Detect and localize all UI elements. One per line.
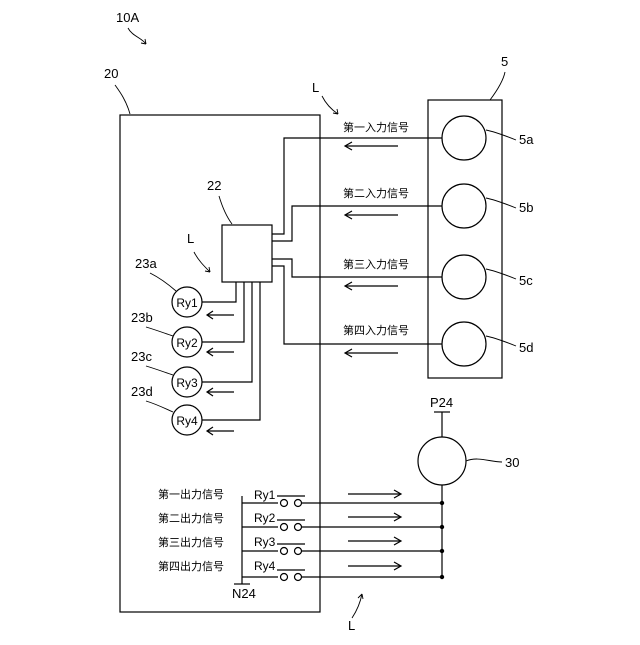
junction-2 <box>440 525 444 529</box>
line-label-top: L <box>312 80 319 95</box>
line-label-bottom: L <box>348 618 355 633</box>
controller-label: 22 <box>207 178 221 193</box>
relay-23c-leader <box>146 366 173 375</box>
relay-arrow-4 <box>207 427 234 435</box>
unit-leader <box>490 72 505 100</box>
output-arrow-2 <box>348 513 401 521</box>
output-arrow-3 <box>348 537 401 545</box>
l-bot-leader <box>352 594 362 618</box>
relay-23a-label: 23a <box>135 256 157 271</box>
input-signal-4: 第四入力信号 <box>343 323 409 337</box>
relay-ry2-label: Ry2 <box>176 336 198 350</box>
junction-3 <box>440 549 444 553</box>
input-arrow-2 <box>345 211 398 219</box>
input-signal-1: 第一入力信号 <box>343 120 409 134</box>
switch-5d-label: 5d <box>519 340 533 355</box>
p24-label: P24 <box>430 395 453 410</box>
input-signal-2: 第二入力信号 <box>343 186 409 200</box>
line-label-mid: L <box>187 231 194 246</box>
switch-5a <box>442 116 516 160</box>
input-arrow-4 <box>345 349 398 357</box>
switch-5c <box>442 255 516 299</box>
contact-ry1-label: Ry1 <box>254 488 276 502</box>
output-signal-2: 第二出力信号 <box>158 511 224 525</box>
l-top-leader <box>322 96 338 114</box>
relay-arrow-2 <box>207 348 234 356</box>
relay-arrow-1 <box>207 311 234 319</box>
controller-box <box>222 225 272 282</box>
switch-5b <box>442 184 516 228</box>
l-bot-arrowhead <box>358 594 363 599</box>
unit-box <box>428 100 502 378</box>
input-wires <box>272 138 442 344</box>
switch-5d <box>442 322 516 366</box>
output-arrow-1 <box>348 490 401 498</box>
contact-ry2-label: Ry2 <box>254 511 276 525</box>
relay-23c-label: 23c <box>131 349 152 364</box>
input-signal-3: 第三入力信号 <box>343 257 409 271</box>
switch-5c-label: 5c <box>519 273 533 288</box>
relay-23b-label: 23b <box>131 310 153 325</box>
relay-arrow-3 <box>207 388 234 396</box>
relay-23d-leader <box>146 401 173 412</box>
output-arrow-4 <box>348 562 401 570</box>
controller-leader <box>219 196 232 224</box>
unit-label: 5 <box>501 54 508 69</box>
input-arrow-3 <box>345 282 398 290</box>
contact-ry3-label: Ry3 <box>254 535 276 549</box>
l-mid-leader <box>194 252 210 272</box>
load-label: 30 <box>505 455 519 470</box>
junction-4 <box>440 575 444 579</box>
relay-23d-label: 23d <box>131 384 153 399</box>
board-label: 20 <box>104 66 118 81</box>
output-signal-1: 第一出力信号 <box>158 487 224 501</box>
board-leader <box>115 85 130 114</box>
output-signal-4: 第四出力信号 <box>158 559 224 573</box>
switch-5a-label: 5a <box>519 132 534 147</box>
relay-ry4-label: Ry4 <box>176 414 198 428</box>
relay-ry1-label: Ry1 <box>176 296 198 310</box>
relay-ry3-label: Ry3 <box>176 376 198 390</box>
output-signal-3: 第三出力信号 <box>158 535 224 549</box>
contact-ry4-label: Ry4 <box>254 559 276 573</box>
n24-label: N24 <box>232 586 256 601</box>
relay-23b-leader <box>146 327 173 336</box>
junction-1 <box>440 501 444 505</box>
input-arrow-1 <box>345 142 398 150</box>
switch-5b-label: 5b <box>519 200 533 215</box>
figure-leader <box>128 28 146 44</box>
load-leader <box>466 459 502 462</box>
relay-23a-leader <box>150 273 176 291</box>
figure-label: 10A <box>116 10 139 25</box>
load-30 <box>418 437 466 485</box>
relay-wires <box>202 282 260 420</box>
